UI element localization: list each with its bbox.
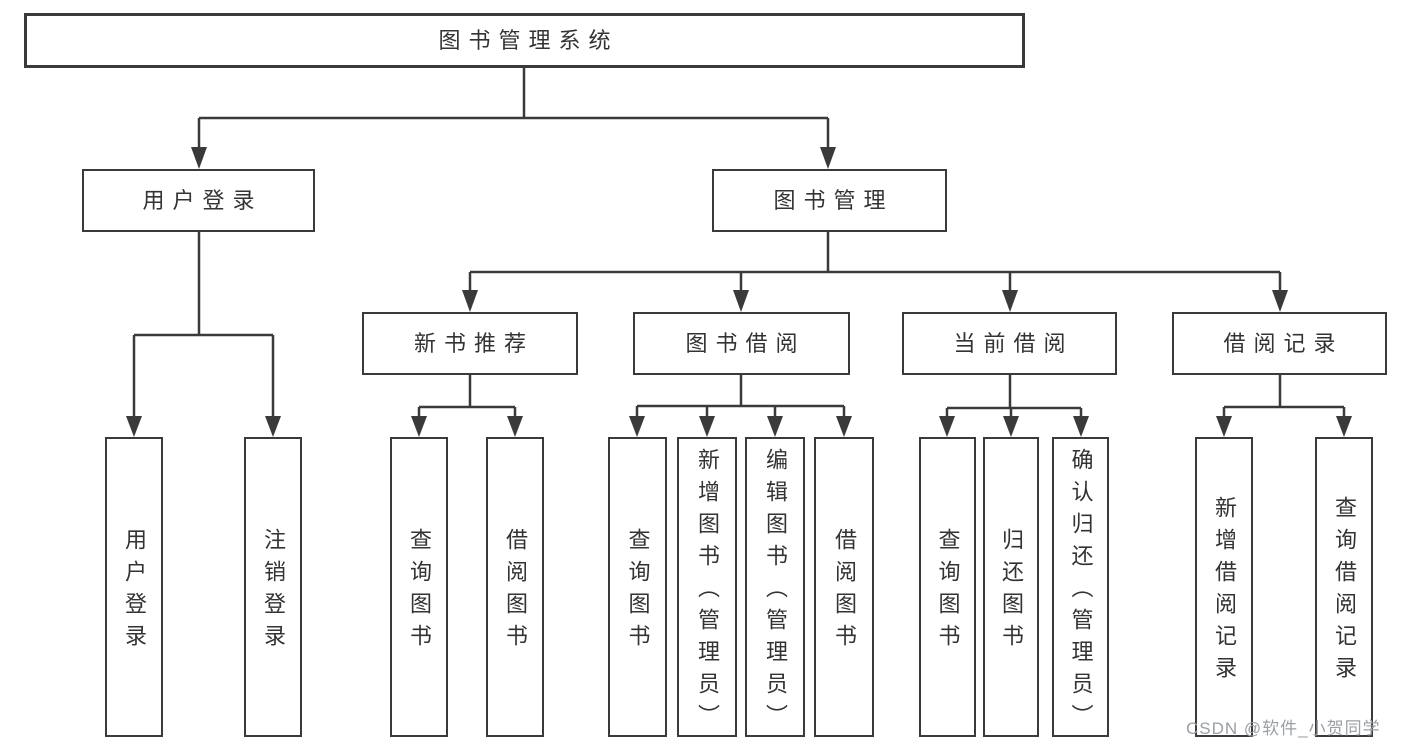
node-library-management-system: 图书管理系统 (24, 13, 1025, 68)
leaf-label: 编辑图书（管理员） (763, 448, 788, 736)
leaf-label: 用户登录 (122, 528, 147, 656)
leaf-label: 借阅图书 (503, 528, 528, 656)
node-label: 用户登录 (142, 187, 263, 213)
leaf-label: 查询借阅记录 (1332, 496, 1357, 688)
leaf-label: 注销登录 (261, 528, 286, 656)
leaf-label: 新增借阅记录 (1212, 496, 1237, 688)
node-label: 图书管理 (773, 187, 894, 213)
leaf-borrowing-borrow-book: 借阅图书 (814, 437, 874, 737)
leaf-label: 查询图书 (407, 528, 432, 656)
leaf-recommend-query-book: 查询图书 (390, 437, 448, 737)
leaf-recommend-borrow-book: 借阅图书 (486, 437, 544, 737)
node-book-borrowing: 图书借阅 (633, 312, 850, 375)
leaf-label: 查询图书 (625, 528, 651, 656)
leaf-current-confirm-return-admin: 确认归还（管理员） (1052, 437, 1109, 737)
node-new-book-recommend: 新书推荐 (362, 312, 578, 375)
leaf-current-return-book: 归还图书 (983, 437, 1039, 737)
leaf-records-add-borrow-record: 新增借阅记录 (1195, 437, 1253, 737)
node-label: 借阅记录 (1223, 330, 1344, 356)
leaf-label: 查询图书 (935, 528, 961, 656)
leaf-label: 确认归还（管理员） (1068, 448, 1094, 736)
leaf-borrowing-edit-book-admin: 编辑图书（管理员） (745, 437, 805, 737)
node-label: 图书管理系统 (438, 27, 619, 53)
leaf-records-query-borrow-record: 查询借阅记录 (1315, 437, 1373, 737)
node-book-management: 图书管理 (712, 169, 947, 232)
node-label: 新书推荐 (413, 330, 534, 356)
node-current-borrowing: 当前借阅 (902, 312, 1117, 375)
leaf-logout: 注销登录 (244, 437, 302, 737)
node-label: 图书借阅 (685, 330, 806, 356)
node-borrow-records: 借阅记录 (1172, 312, 1387, 375)
node-label: 当前借阅 (953, 330, 1074, 356)
leaf-label: 借阅图书 (832, 528, 857, 656)
node-user-login: 用户登录 (82, 169, 315, 232)
leaf-current-query-book: 查询图书 (919, 437, 976, 737)
leaf-label: 归还图书 (999, 528, 1024, 656)
csdn-watermark: CSDN @软件_小贺同学 (1186, 719, 1381, 738)
leaf-borrowing-query-book: 查询图书 (608, 437, 667, 737)
leaf-borrowing-add-book-admin: 新增图书（管理员） (677, 437, 737, 737)
leaf-user-login: 用户登录 (105, 437, 163, 737)
leaf-label: 新增图书（管理员） (695, 448, 720, 736)
